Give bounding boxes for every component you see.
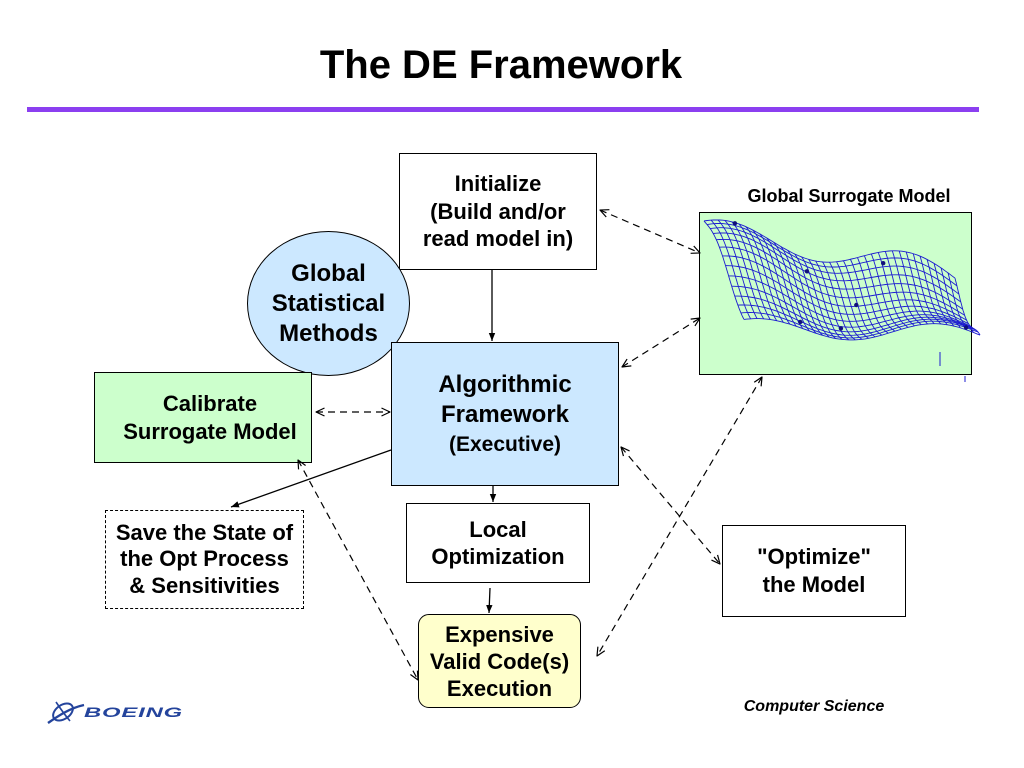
- save-state-line: the Opt Process: [120, 546, 289, 572]
- dashed-arrow-initialize-surrogate: [600, 210, 700, 253]
- dashed-arrow-algorithmic-surrogate: [622, 318, 700, 367]
- expensive-line: Valid Code(s): [429, 648, 570, 674]
- optimize-line: the Model: [762, 572, 866, 597]
- expensive-line: Execution: [446, 675, 553, 701]
- local-optimization-box: Local Optimization: [406, 503, 590, 583]
- global-surrogate-model-box: [699, 212, 972, 375]
- footer-department: Computer Science: [743, 698, 885, 715]
- algorithmic-subtitle: (Executive): [448, 432, 562, 456]
- dashed-arrow-algorithmic-optimize: [621, 447, 720, 564]
- calibrate-line: Calibrate: [162, 390, 258, 416]
- global-surrogate-model-label: Global Surrogate Model: [747, 186, 951, 206]
- dashed-arrow-calibrate-expensive: [298, 460, 418, 680]
- calibrate-line: Surrogate Model: [123, 418, 297, 444]
- save-state-line: & Sensitivities: [129, 572, 280, 598]
- global-statistical-methods-ellipse: Global Statistical Methods: [247, 231, 410, 376]
- optimize-model-box: "Optimize" the Model: [722, 525, 906, 617]
- expensive-line: Expensive: [445, 621, 554, 647]
- boeing-logo-icon: [47, 701, 85, 724]
- algorithmic-line: Algorithmic: [438, 370, 572, 398]
- local-opt-line: Optimization: [431, 544, 565, 569]
- global-stat-line: Methods: [279, 319, 378, 347]
- calibrate-surrogate-box: Calibrate Surrogate Model: [94, 372, 312, 463]
- save-state-line: Save the State of: [115, 519, 294, 545]
- save-state-box: Save the State of the Opt Process & Sens…: [105, 510, 304, 609]
- title-rule: [27, 107, 979, 112]
- arrow-local-to-expensive: [486, 587, 493, 614]
- initialize-box: Initialize (Build and/or read model in): [399, 153, 597, 270]
- algorithmic-line: Framework: [440, 400, 570, 428]
- global-stat-line: Statistical: [271, 289, 386, 317]
- initialize-line: Initialize: [454, 171, 542, 197]
- boeing-logo-wordmark: BOEING: [84, 704, 183, 720]
- initialize-line: (Build and/or: [430, 198, 566, 224]
- global-stat-line: Global: [291, 259, 366, 287]
- slide-title: The DE Framework: [319, 43, 683, 87]
- initialize-line: read model in): [422, 226, 574, 252]
- algorithmic-framework-box: Algorithmic Framework (Executive): [391, 342, 619, 486]
- local-opt-line: Local: [469, 517, 527, 542]
- expensive-execution-box: Expensive Valid Code(s) Execution: [418, 614, 581, 708]
- optimize-line: "Optimize": [757, 544, 871, 569]
